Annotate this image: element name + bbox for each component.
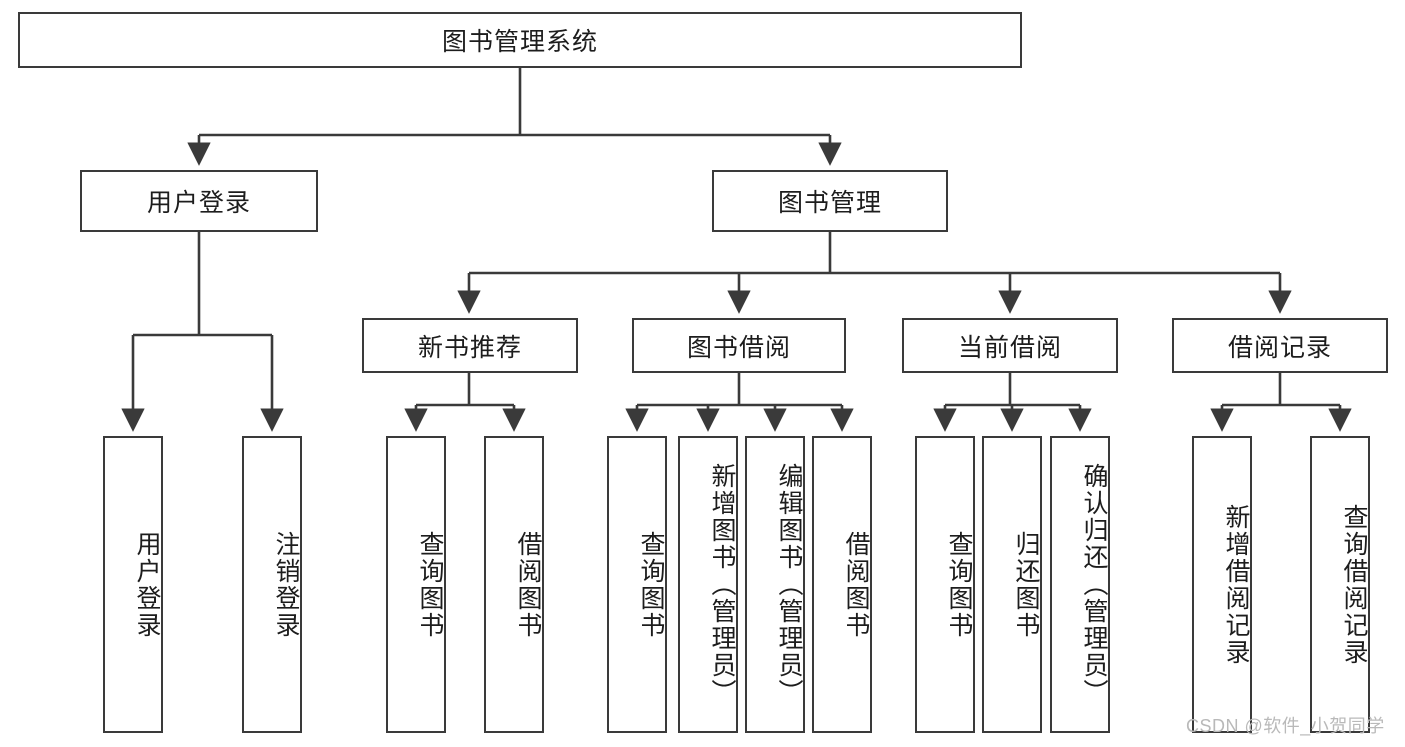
node-book-borrow[interactable]: 图书借阅 [632, 318, 846, 373]
leaf-label: 编辑图书（管理员） [775, 463, 803, 706]
leaf-label: 新增图书（管理员） [708, 463, 736, 706]
node-book-management[interactable]: 图书管理 [712, 170, 948, 232]
leaf-label: 借阅图书 [842, 530, 870, 639]
leaf-label: 查询图书 [637, 530, 665, 639]
leaf-label: 借阅图书 [514, 530, 542, 639]
leaf-user-login-login[interactable]: 用户登录 [103, 436, 163, 733]
leaf-record-query[interactable]: 查询借阅记录 [1310, 436, 1370, 733]
node-new-book-recommend[interactable]: 新书推荐 [362, 318, 578, 373]
node-root-label: 图书管理系统 [441, 28, 598, 56]
node-new-book-recommend-label: 新书推荐 [417, 333, 522, 362]
leaf-borrow-edit-book[interactable]: 编辑图书（管理员） [745, 436, 805, 733]
leaf-current-confirm-return[interactable]: 确认归还（管理员） [1050, 436, 1110, 733]
leaf-new-book-borrow[interactable]: 借阅图书 [484, 436, 544, 733]
node-user-login-label: 用户登录 [146, 189, 251, 217]
leaf-current-return-book[interactable]: 归还图书 [982, 436, 1042, 733]
node-root-system[interactable]: 图书管理系统 [18, 12, 1022, 68]
node-book-borrow-label: 图书借阅 [686, 333, 791, 362]
node-user-login[interactable]: 用户登录 [80, 170, 318, 232]
leaf-borrow-query-book[interactable]: 查询图书 [607, 436, 667, 733]
node-borrow-record-label: 借阅记录 [1227, 333, 1332, 362]
leaf-label: 新增借阅记录 [1222, 503, 1250, 666]
csdn-watermark: CSDN @软件_小贺同学 [1186, 716, 1385, 736]
leaf-label: 查询借阅记录 [1340, 503, 1368, 666]
node-book-management-label: 图书管理 [777, 189, 882, 217]
node-current-borrow-label: 当前借阅 [957, 333, 1062, 362]
node-borrow-record[interactable]: 借阅记录 [1172, 318, 1388, 373]
node-current-borrow[interactable]: 当前借阅 [902, 318, 1118, 373]
leaf-label: 注销登录 [272, 530, 300, 639]
leaf-record-add[interactable]: 新增借阅记录 [1192, 436, 1252, 733]
leaf-label: 查询图书 [945, 530, 973, 639]
leaf-label: 用户登录 [133, 530, 161, 639]
leaf-borrow-borrow-book[interactable]: 借阅图书 [812, 436, 872, 733]
leaf-user-login-logout[interactable]: 注销登录 [242, 436, 302, 733]
leaf-new-book-query[interactable]: 查询图书 [386, 436, 446, 733]
leaf-current-query-book[interactable]: 查询图书 [915, 436, 975, 733]
leaf-label: 归还图书 [1012, 530, 1040, 639]
leaf-label: 查询图书 [416, 530, 444, 639]
leaf-label: 确认归还（管理员） [1080, 463, 1108, 706]
leaf-borrow-add-book[interactable]: 新增图书（管理员） [678, 436, 738, 733]
